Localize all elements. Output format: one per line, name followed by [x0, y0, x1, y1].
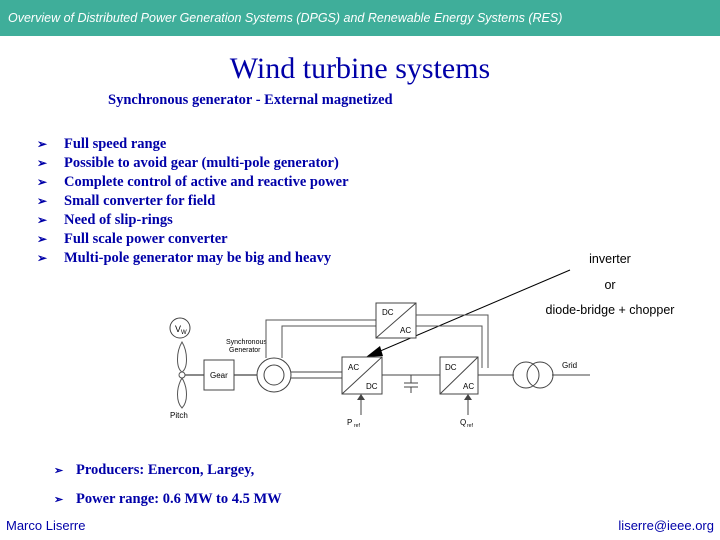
- footer-author: Marco Liserre: [6, 518, 86, 533]
- p-ref-arrow: P ref: [347, 394, 365, 429]
- rectifier-top: AC: [348, 363, 359, 372]
- arrow-bullet-icon: ➢: [54, 465, 64, 477]
- q-ref-arrow: Q ref: [460, 394, 473, 429]
- wind-speed-icon: V W: [169, 317, 191, 339]
- pitch-label: Pitch: [170, 411, 188, 420]
- list-item-text: Power range: 0.6 MW to 4.5 MW: [76, 491, 282, 507]
- header-bar: Overview of Distributed Power Generation…: [0, 0, 720, 36]
- field-converter-top: DC: [382, 308, 394, 317]
- list-item: ➢ Multi-pole generator may be big and hea…: [37, 249, 349, 268]
- q-ref-sub: ref: [467, 423, 473, 429]
- inverter-top: DC: [445, 363, 457, 372]
- grid-label: Grid: [562, 361, 577, 370]
- q-ref-label: Q: [460, 418, 466, 427]
- annotation-or: or: [604, 278, 616, 292]
- producers-list: ➢ Producers: Enercon, Largey, ➢ Power rang…: [54, 460, 282, 518]
- list-item: ➢ Full scale power converter: [37, 230, 349, 249]
- list-item-text: Full speed range: [64, 136, 167, 152]
- generator-label-2: Generator: [229, 347, 261, 354]
- arrow-bullet-icon: ➢: [37, 137, 48, 151]
- list-item: ➢ Small converter for field: [37, 192, 349, 211]
- synchronous-generator-icon: [256, 357, 292, 393]
- arrow-bullet-icon: ➢: [54, 494, 64, 506]
- field-converter: DC AC: [375, 302, 417, 339]
- list-item: ➢ Need of slip-rings: [37, 211, 349, 230]
- transformer-icon: [512, 361, 554, 389]
- list-item: ➢ Full speed range: [37, 135, 349, 154]
- arrow-bullet-icon: ➢: [37, 156, 48, 170]
- arrow-bullet-icon: ➢: [37, 175, 48, 189]
- annotation-inverter: inverter: [589, 252, 631, 266]
- wind-label: V: [175, 324, 181, 334]
- gear-box: Gear: [203, 359, 235, 391]
- rectifier-converter: AC DC: [341, 356, 383, 395]
- feature-list: ➢ Full speed range ➢ Possible to avoid gea…: [37, 135, 349, 268]
- list-item-text: Possible to avoid gear (multi-pole gener…: [64, 155, 339, 171]
- annotation-bridge: diode-bridge + chopper: [545, 303, 675, 317]
- rectifier-bottom: DC: [366, 382, 378, 391]
- list-item-text: Full scale power converter: [64, 231, 228, 247]
- p-ref-label: P: [347, 418, 352, 427]
- list-item-text: Small converter for field: [64, 193, 216, 209]
- p-ref-sub: ref: [354, 423, 360, 429]
- arrow-bullet-icon: ➢: [37, 232, 48, 246]
- field-supply-wires: [416, 314, 489, 368]
- slide-subtitle: Synchronous generator - External magneti…: [108, 92, 393, 108]
- grid-inverter: DC AC: [439, 356, 479, 395]
- list-item: ➢ Producers: Enercon, Largey,: [54, 460, 282, 489]
- footer-email: liserre@ieee.org: [618, 518, 714, 533]
- gear-label: Gear: [210, 371, 228, 380]
- list-item-text: Producers: Enercon, Largey,: [76, 462, 255, 478]
- wind-subscript: W: [181, 330, 187, 336]
- generator-label-1: Synchronous: [226, 339, 267, 346]
- slide-title-text: Wind turbine systems: [229, 52, 491, 85]
- list-item-text: Need of slip-rings: [64, 212, 173, 228]
- list-item: ➢ Complete control of active and reactive…: [37, 173, 349, 192]
- arrow-bullet-icon: ➢: [37, 194, 48, 208]
- list-item: ➢ Possible to avoid gear (multi-pole gene…: [37, 154, 349, 173]
- header-title: Overview of Distributed Power Generation…: [8, 11, 563, 25]
- list-item-text: Complete control of active and reactive …: [64, 174, 349, 190]
- list-item: ➢ Power range: 0.6 MW to 4.5 MW: [54, 489, 282, 518]
- slide-title: Wind turbine systems: [0, 52, 720, 86]
- inverter-bottom: AC: [463, 382, 474, 391]
- list-item-text: Multi-pole generator may be big and heav…: [64, 250, 332, 266]
- rotor-blades-icon: [177, 341, 187, 409]
- arrow-bullet-icon: ➢: [37, 213, 48, 227]
- field-converter-bottom: AC: [400, 326, 411, 335]
- field-wires: [265, 319, 376, 358]
- dc-link-capacitor-icon: [404, 375, 418, 393]
- arrow-bullet-icon: ➢: [37, 251, 48, 265]
